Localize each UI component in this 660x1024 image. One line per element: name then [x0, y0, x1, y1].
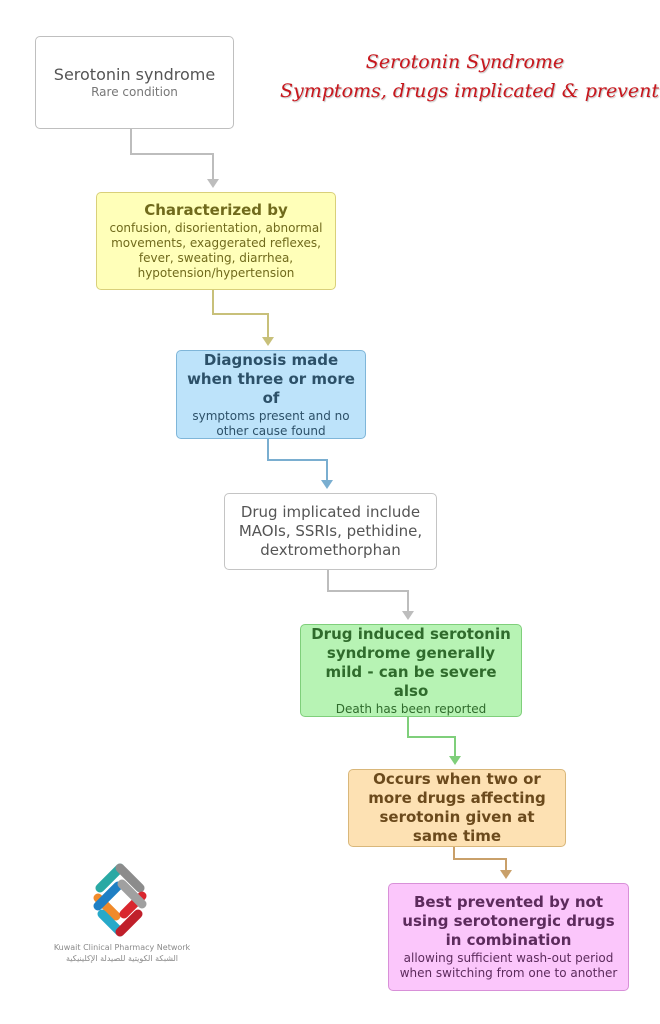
- node-drug-induced: Drug induced serotonin syndrome generall…: [300, 624, 522, 717]
- node-occurs-when: Occurs when two or more drugs affecting …: [348, 769, 566, 847]
- node-title: Serotonin syndrome: [53, 65, 216, 84]
- logo-caption: Kuwait Clinical Pharmacy Network الشبكة …: [42, 942, 202, 964]
- node-title: Best prevented by not using serotonergic…: [402, 893, 615, 949]
- node-drugs-implicated: Drug implicated include MAOIs, SSRIs, pe…: [224, 493, 437, 570]
- arrowhead-6: [500, 870, 512, 879]
- connector-3: [267, 439, 328, 481]
- node-prevention: Best prevented by not using serotonergic…: [388, 883, 629, 991]
- diagram-title: Serotonin Syndrome Symptoms, drugs impli…: [280, 48, 660, 106]
- connector-2: [212, 290, 269, 338]
- kcpn-logo-icon: [93, 863, 147, 937]
- arrowhead-2: [262, 337, 274, 346]
- node-detail: Death has been reported: [335, 701, 487, 716]
- node-title: Drug induced serotonin syndrome generall…: [311, 624, 511, 700]
- logo-name: Kuwait Clinical Pharmacy Network: [53, 943, 191, 952]
- node-detail: confusion, disorientation, abnormal move…: [109, 221, 323, 280]
- arrowhead-5: [449, 756, 461, 765]
- node-serotonin-syndrome: Serotonin syndrome Rare condition: [35, 36, 234, 129]
- connector-1: [130, 129, 214, 180]
- node-diagnosis: Diagnosis made when three or more of sym…: [176, 350, 366, 439]
- node-title: Characterized by: [144, 201, 288, 219]
- arrowhead-1: [207, 179, 219, 188]
- connector-4: [327, 570, 409, 612]
- node-title: Drug implicated include MAOIs, SSRIs, pe…: [238, 503, 423, 559]
- node-detail: Rare condition: [91, 85, 178, 99]
- arrowhead-4: [402, 611, 414, 620]
- title-line-1: Serotonin Syndrome: [365, 51, 565, 73]
- node-characterized-by: Characterized by confusion, disorientati…: [96, 192, 336, 290]
- node-detail: allowing sufficient wash-out period when…: [399, 951, 618, 980]
- connector-5: [407, 717, 456, 757]
- logo-name-arabic: الشبكة الكويتية للصيدلة الإكلينيكية: [65, 954, 179, 963]
- arrowhead-3: [321, 480, 333, 489]
- node-title: Diagnosis made when three or more of: [187, 350, 355, 407]
- node-title: Occurs when two or more drugs affecting …: [368, 770, 546, 845]
- connector-6: [453, 847, 507, 871]
- title-line-2: Symptoms, drugs implicated & prevention: [280, 80, 660, 102]
- node-detail: symptoms present and no other cause foun…: [192, 408, 350, 438]
